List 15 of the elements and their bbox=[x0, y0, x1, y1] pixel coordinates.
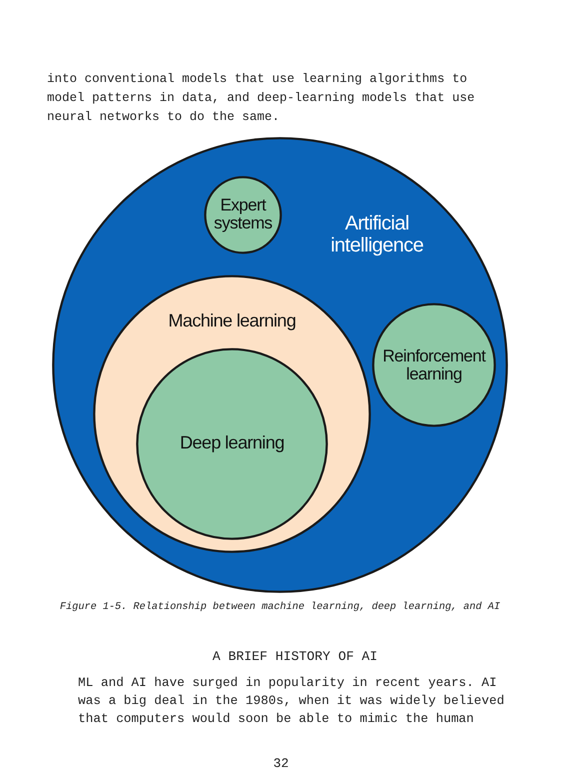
body-paragraph: into conventional models that use learning algorithms to model patterns in data, and deep-learning models that use neural networks to do the same. bbox=[47, 71, 476, 126]
body-paragraph: ML and AI have surged in popularity in recent years. AI was a big deal in the 1980s, when it was widely believed that computers would soon be able to mimic the human bbox=[78, 674, 506, 728]
small-circle bbox=[204, 176, 282, 254]
circle-label: Machine learning bbox=[168, 311, 296, 331]
inner-circle bbox=[136, 348, 328, 540]
figure-caption: Figure 1-5. Relationship between machine learning, deep learning, and AI bbox=[60, 601, 500, 615]
circle-label: Artificial intelligence bbox=[330, 213, 424, 257]
section-heading: A BRIEF HISTORY OF AI bbox=[212, 648, 378, 666]
circle-label: Deep learning bbox=[180, 433, 284, 453]
small-circle bbox=[372, 303, 496, 427]
circle-label: Expert systems bbox=[214, 196, 272, 234]
page-number: 32 bbox=[273, 756, 289, 771]
large-circle bbox=[93, 275, 371, 553]
outer-circle bbox=[52, 137, 508, 593]
circle-label: Reinforcement learning bbox=[382, 348, 486, 384]
